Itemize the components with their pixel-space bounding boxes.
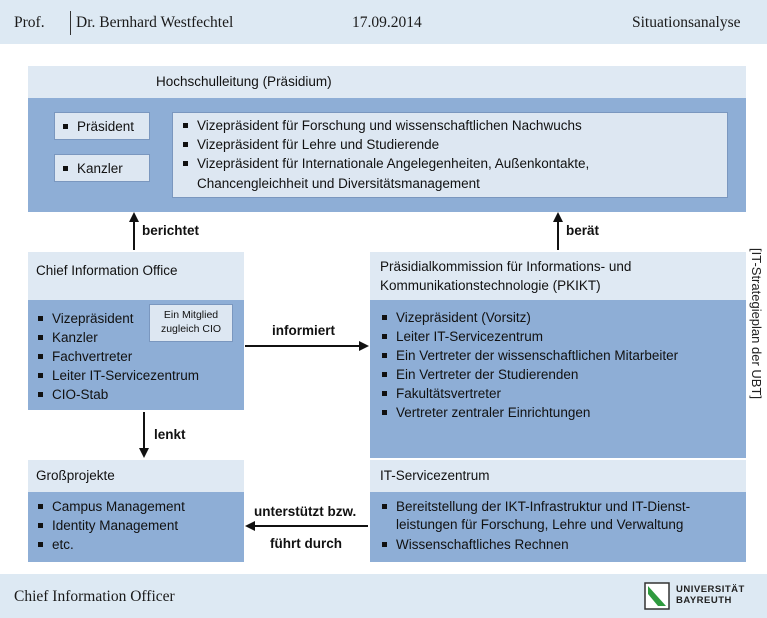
berichtet-label: berichtet	[142, 223, 200, 238]
section-title: Situationsanalyse	[632, 14, 741, 31]
unterstuetzt-label-line1: unterstützt bzw.	[254, 504, 357, 519]
beraet-label: berät	[566, 223, 600, 238]
grossprojekte-title-bar	[28, 460, 244, 492]
kanzler-box: Kanzler	[54, 154, 150, 182]
list-item: Kanzler	[36, 328, 199, 347]
list-item: Identity Management	[36, 516, 185, 535]
cio-office-list: Vizepräsident Kanzler Fachvertreter Leit…	[36, 309, 199, 404]
vp-international-item-cont: Chancengleichheit und Diversitätsmanagem…	[197, 176, 480, 191]
cio-office-title-bar	[28, 252, 244, 300]
list-item: Wissenschaftliches Rechnen	[380, 535, 569, 554]
author-prefix: Prof.	[14, 14, 45, 31]
it-servicezentrum-title-bar	[370, 460, 746, 492]
praesident-item: Präsident	[61, 117, 134, 136]
cio-note-box: Ein Mitglied zugleich CIO	[149, 304, 233, 342]
pkikt-list: Vizepräsident (Vorsitz) Leiter IT-Servic…	[380, 308, 678, 422]
it-servicezentrum-list: Bereitstellung der IKT-Infrastruktur und…	[380, 497, 690, 516]
list-item: Campus Management	[36, 497, 185, 516]
grossprojekte-body	[28, 492, 244, 562]
list-item: Vizepräsident (Vorsitz)	[380, 308, 678, 327]
list-item: etc.	[36, 535, 185, 554]
header-separator	[70, 11, 71, 35]
list-item: Leiter IT-Servicezentrum	[380, 327, 678, 346]
footer-bar: Chief Information Officer UNIVERSITÄT BA…	[0, 574, 767, 618]
praesident-box: Präsident	[54, 112, 150, 140]
side-label: [IT-Strategieplan der UBT]	[749, 248, 764, 400]
list-item: Ein Vertreter der Studierenden	[380, 365, 678, 384]
list-item: Fachvertreter	[36, 347, 199, 366]
slide-date: 17.09.2014	[352, 14, 422, 31]
pkikt-body	[370, 300, 746, 458]
it-servicezentrum-title: IT-Servicezentrum	[380, 468, 490, 483]
author-name: Dr. Bernhard Westfechtel	[76, 14, 234, 31]
lenkt-label: lenkt	[154, 427, 186, 442]
list-item: Vertreter zentraler Einrichtungen	[380, 403, 678, 422]
list-item: Leiter IT-Servicezentrum	[36, 366, 199, 385]
cio-note-line2: zugleich CIO	[160, 323, 222, 335]
vizepraesidenten-box: Vizepräsident für Forschung und wissensc…	[172, 112, 728, 198]
vp-forschung-item: Vizepräsident für Forschung und wissensc…	[181, 116, 589, 135]
cio-office-title: Chief Information Office	[36, 263, 178, 278]
logo-text-line1: UNIVERSITÄT	[676, 584, 745, 595]
header-bar: Prof. Dr. Bernhard Westfechtel 17.09.201…	[0, 0, 767, 44]
list-item: Ein Vertreter der wissenschaftlichen Mit…	[380, 346, 678, 365]
list-item: CIO-Stab	[36, 385, 199, 404]
logo-text-line2: BAYREUTH	[676, 595, 732, 606]
list-item-cont: leistungen für Forschung, Lehre und Verw…	[396, 517, 684, 532]
footer-title: Chief Information Officer	[14, 588, 175, 605]
hochschulleitung-title: Hochschulleitung (Präsidium)	[156, 74, 332, 89]
vp-international-item: Vizepräsident für Internationale Angeleg…	[181, 154, 589, 173]
pkikt-title-line1: Präsidialkommission für Informations- un…	[380, 259, 632, 274]
unterstuetzt-label-line2: führt durch	[270, 536, 342, 551]
kanzler-item: Kanzler	[61, 159, 123, 178]
list-item: Bereitstellung der IKT-Infrastruktur und…	[380, 497, 690, 516]
list-item: Vizepräsident	[36, 309, 199, 328]
it-servicezentrum-body	[370, 492, 746, 562]
pkikt-title-bar	[370, 252, 746, 300]
university-logo-icon	[644, 582, 670, 610]
informiert-label: informiert	[272, 323, 336, 338]
list-item: Fakultätsvertreter	[380, 384, 678, 403]
vp-lehre-item: Vizepräsident für Lehre und Studierende	[181, 135, 589, 154]
grossprojekte-title: Großprojekte	[36, 468, 115, 483]
hochschulleitung-title-bar	[28, 66, 746, 98]
pkikt-title-line2: Kommunikationstechnologie (PKIKT)	[380, 278, 601, 293]
grossprojekte-list: Campus Management Identity Management et…	[36, 497, 185, 554]
cio-note-line1: Ein Mitglied	[163, 309, 219, 321]
